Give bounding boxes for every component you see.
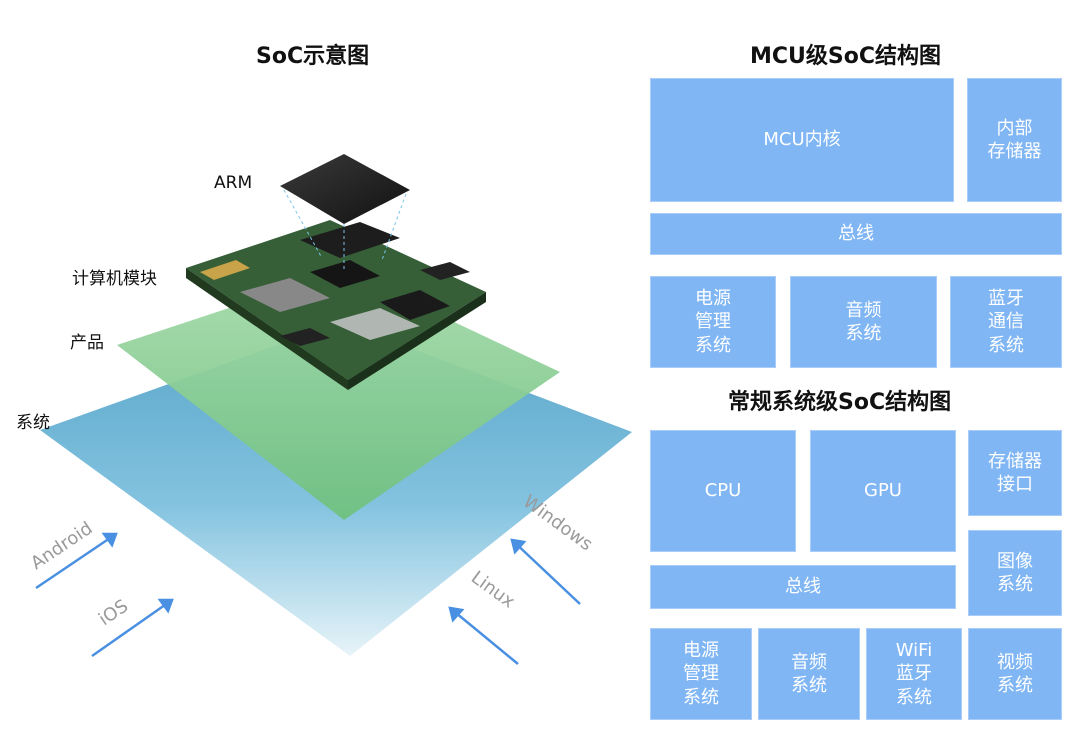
soc-layer-illustration: Android iOS Windows Linux <box>27 154 632 665</box>
computer-module-board <box>186 220 486 390</box>
label-arm: ARM <box>214 173 253 193</box>
os-label-ios: iOS <box>95 596 132 631</box>
os-label-windows: Windows <box>519 491 596 555</box>
mcu-audio-block: 音频 系统 <box>790 276 937 368</box>
label-system: 系统 <box>16 413 50 433</box>
mcu-bluetooth-block: 蓝牙 通信 系统 <box>950 276 1062 368</box>
mcu-internal-storage-block: 内部 存储器 <box>967 78 1062 202</box>
regular-bus-block: 总线 <box>650 565 956 609</box>
arm-chip <box>280 154 410 272</box>
regular-audio-block: 音频 系统 <box>758 628 860 720</box>
gpu-block: GPU <box>810 430 956 552</box>
os-label-android: Android <box>27 518 96 574</box>
regular-power-block: 电源 管理 系统 <box>650 628 752 720</box>
label-computer-module: 计算机模块 <box>72 269 157 289</box>
mcu-power-block: 电源 管理 系统 <box>650 276 776 368</box>
mcu-soc-title: MCU级SoC结构图 <box>750 44 942 69</box>
regular-soc-title: 常规系统级SoC结构图 <box>728 390 952 415</box>
os-label-linux: Linux <box>467 567 519 613</box>
image-system-block: 图像 系统 <box>968 530 1062 616</box>
label-product: 产品 <box>70 333 104 353</box>
video-system-block: 视频 系统 <box>968 628 1062 720</box>
os-arrows <box>35 532 581 665</box>
product-layer <box>117 270 560 520</box>
soc-diagram-title: SoC示意图 <box>256 44 370 69</box>
storage-interface-block: 存储器 接口 <box>968 430 1062 516</box>
cpu-block: CPU <box>650 430 796 552</box>
wifi-bluetooth-block: WiFi 蓝牙 系统 <box>866 628 962 720</box>
mcu-bus-block: 总线 <box>650 213 1062 255</box>
mcu-core-block: MCU内核 <box>650 78 954 202</box>
